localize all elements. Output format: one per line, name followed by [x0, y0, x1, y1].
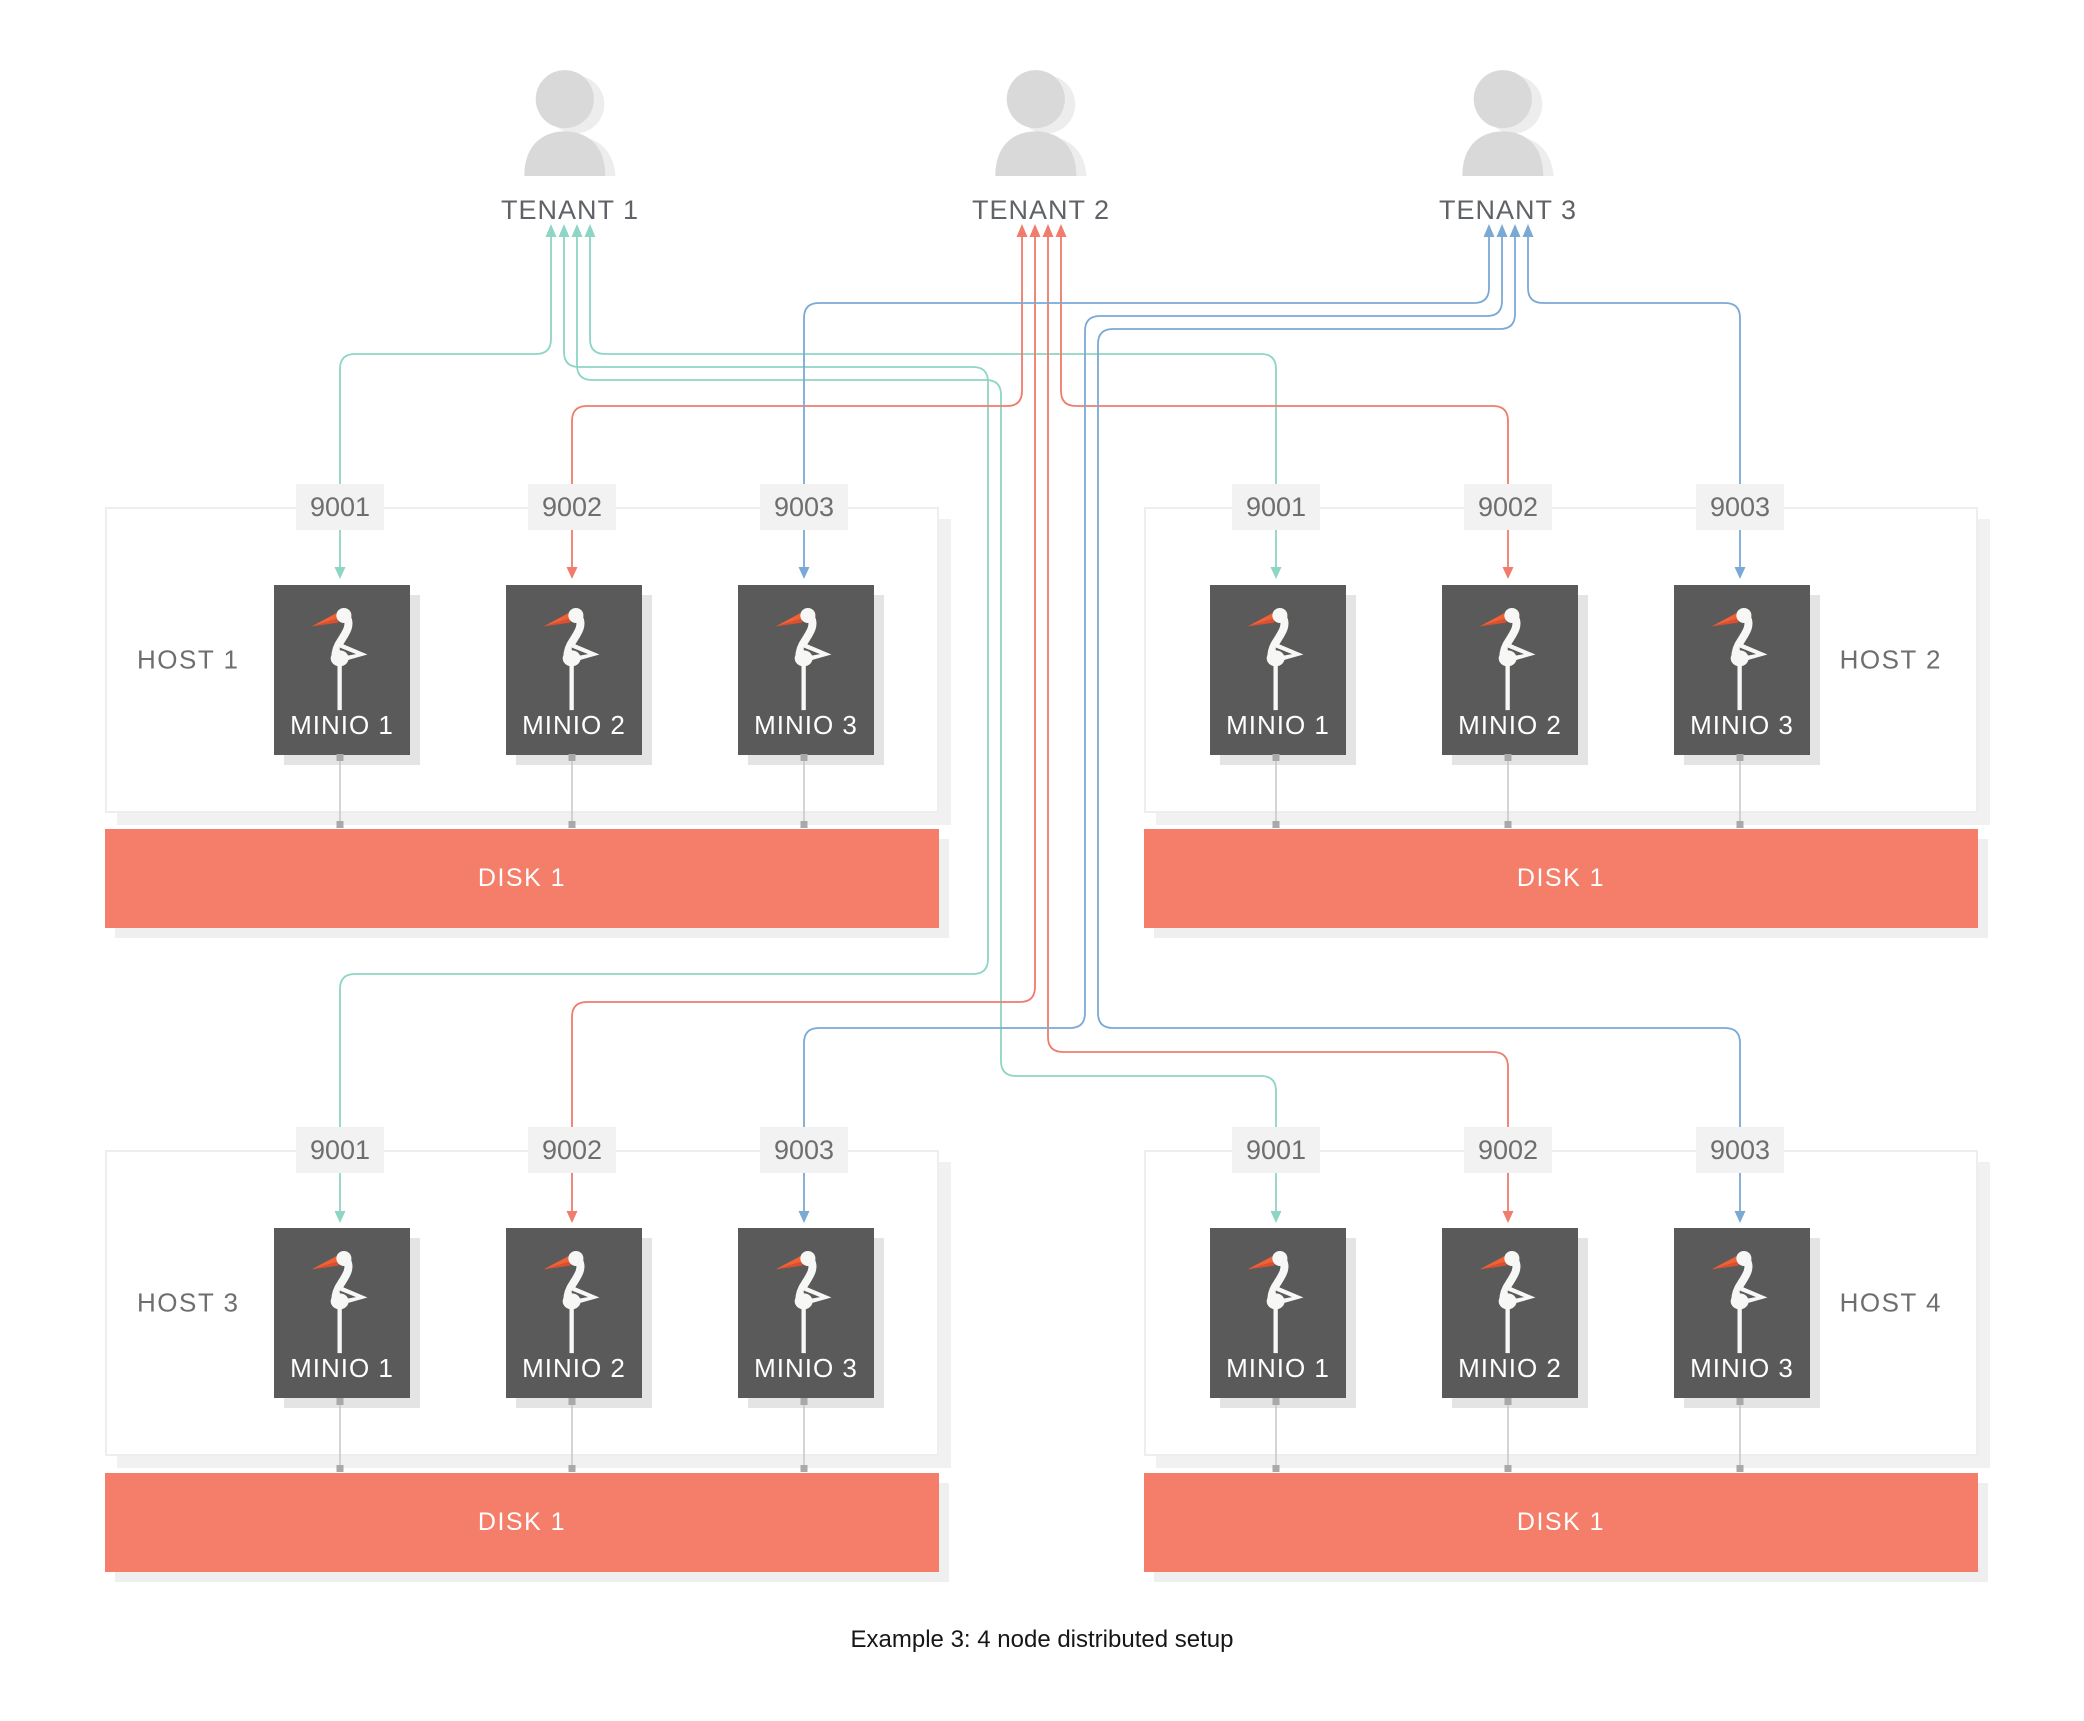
- host-2-box: HOST 2 MINIO 1 MINIO 2: [1144, 507, 1978, 813]
- minio-bird-icon: [775, 1250, 832, 1354]
- host-1-minio-3: MINIO 3: [738, 585, 874, 755]
- host-4-minio-2: MINIO 2: [1442, 1228, 1578, 1398]
- host-1-disk: DISK 1: [105, 829, 939, 928]
- minio-bird-icon: [1479, 1250, 1536, 1354]
- host-2-disk: DISK 1: [1144, 829, 1978, 928]
- minio-name: MINIO 3: [754, 1353, 858, 1383]
- minio-bird-icon: [543, 607, 600, 711]
- host-2-minio-1: MINIO 1: [1210, 585, 1346, 755]
- minio-bird-icon: [311, 607, 368, 711]
- minio-bird-icon: [1247, 607, 1304, 711]
- host-2-label: HOST 2: [1839, 644, 1942, 675]
- host-1-minio-2: MINIO 2: [506, 585, 642, 755]
- host-4-label: HOST 4: [1839, 1287, 1942, 1318]
- host-4-minio-1: MINIO 1: [1210, 1228, 1346, 1398]
- tenant-label: TENANT 1: [500, 195, 640, 225]
- minio-name: MINIO 1: [1226, 1353, 1330, 1383]
- minio-bird-icon: [1479, 607, 1536, 711]
- host-1-port-9002: 9002: [528, 484, 616, 530]
- host-3-port-9003: 9003: [760, 1127, 848, 1173]
- host-3-label: HOST 3: [137, 1287, 240, 1318]
- host-3-port-9002: 9002: [528, 1127, 616, 1173]
- host-1-minio-1: MINIO 1: [274, 585, 410, 755]
- tenant-label: TENANT 2: [971, 195, 1111, 225]
- host-4-disk: DISK 1: [1144, 1473, 1978, 1572]
- host-1-label: HOST 1: [137, 644, 240, 675]
- host-4-minio-3: MINIO 3: [1674, 1228, 1810, 1398]
- minio-name: MINIO 2: [1458, 710, 1562, 740]
- user-icon: [1462, 70, 1554, 176]
- host-4-box: HOST 4 MINIO 1 MINIO 2: [1144, 1150, 1978, 1456]
- host-2-port-9003: 9003: [1696, 484, 1784, 530]
- minio-name: MINIO 1: [290, 1353, 394, 1383]
- host-1-box: HOST 1 MINIO 1 MINIO 2: [105, 507, 939, 813]
- host-2-port-9002: 9002: [1464, 484, 1552, 530]
- host-1-port-9003: 9003: [760, 484, 848, 530]
- host-3-disk: DISK 1: [105, 1473, 939, 1572]
- minio-bird-icon: [543, 1250, 600, 1354]
- host-2-port-9001: 9001: [1232, 484, 1320, 530]
- host-4-port-9002: 9002: [1464, 1127, 1552, 1173]
- minio-name: MINIO 2: [522, 710, 626, 740]
- host-1-port-9001: 9001: [296, 484, 384, 530]
- host-3-box: HOST 3 MINIO 1 MINIO 2: [105, 1150, 939, 1456]
- host-4-port-9003: 9003: [1696, 1127, 1784, 1173]
- minio-name: MINIO 1: [290, 710, 394, 740]
- minio-bird-icon: [311, 1250, 368, 1354]
- host-2-minio-2: MINIO 2: [1442, 585, 1578, 755]
- tenant-2: TENANT 2: [931, 68, 1151, 226]
- minio-name: MINIO 2: [522, 1353, 626, 1383]
- diagram-caption: Example 3: 4 node distributed setup: [850, 1626, 1234, 1653]
- host-3-port-9001: 9001: [296, 1127, 384, 1173]
- host-3-minio-3: MINIO 3: [738, 1228, 874, 1398]
- minio-bird-icon: [1711, 1250, 1768, 1354]
- minio-name: MINIO 1: [1226, 710, 1330, 740]
- host-3-minio-2: MINIO 2: [506, 1228, 642, 1398]
- minio-name: MINIO 3: [754, 710, 858, 740]
- minio-name: MINIO 2: [1458, 1353, 1562, 1383]
- user-icon: [995, 70, 1087, 176]
- user-icon: [524, 70, 616, 176]
- host-3-minio-1: MINIO 1: [274, 1228, 410, 1398]
- minio-bird-icon: [1247, 1250, 1304, 1354]
- tenant-label: TENANT 3: [1438, 195, 1578, 225]
- minio-name: MINIO 3: [1690, 1353, 1794, 1383]
- minio-bird-icon: [1711, 607, 1768, 711]
- tenant-1: TENANT 1: [460, 68, 680, 226]
- minio-name: MINIO 3: [1690, 710, 1794, 740]
- tenant-3: TENANT 3: [1398, 68, 1618, 226]
- minio-bird-icon: [775, 607, 832, 711]
- host-2-minio-3: MINIO 3: [1674, 585, 1810, 755]
- host-4-port-9001: 9001: [1232, 1127, 1320, 1173]
